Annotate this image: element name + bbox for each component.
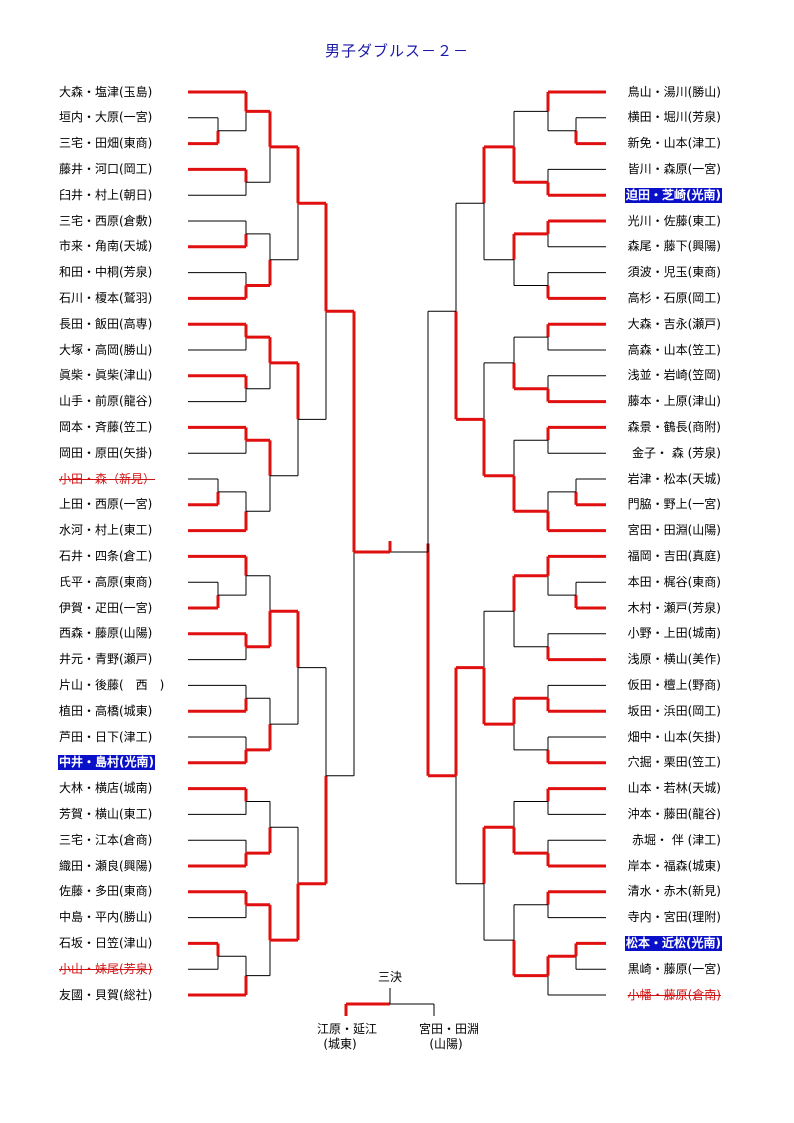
- left-entry: 三宅・江本(倉商): [59, 832, 153, 847]
- right-entry: 坂田・浜田(岡工): [627, 703, 721, 718]
- right-entry: 本田・梶谷(東商): [627, 574, 721, 589]
- right-entry: 高森・山本(笠工): [627, 342, 721, 357]
- right-entry: 金子・ 森 (芳泉): [632, 445, 721, 460]
- left-entry: 垣内・大原(一宮): [59, 110, 153, 125]
- right-entry: 宮田・田淵(山陽): [627, 523, 721, 538]
- left-entry: 岡田・原田(矢掛): [59, 445, 153, 460]
- left-entry: 芦田・日下(津工): [59, 729, 153, 744]
- right-entry: 森尾・藤下(興陽): [627, 239, 721, 254]
- right-entry: 新免・山本(津工): [627, 136, 721, 151]
- left-entry: 伊賀・疋田(一宮): [59, 600, 153, 615]
- right-entry: 光川・佐藤(東工): [627, 213, 721, 228]
- left-entry: 中島・平内(勝山): [59, 910, 153, 925]
- right-entry: 鳥山・湯川(勝山): [627, 84, 721, 99]
- left-entry: 上田・西原(一宮): [59, 497, 153, 512]
- left-entry: 大森・塩津(玉島): [59, 84, 153, 99]
- left-entry: 山手・前原(龍谷): [59, 394, 153, 409]
- left-entry: 藤井・河口(岡工): [59, 161, 153, 176]
- left-entry: 石井・四条(倉工): [59, 548, 153, 563]
- right-entry: 山本・若林(天城): [627, 781, 721, 796]
- left-entry: 石川・榎本(鷲羽): [59, 290, 153, 305]
- left-entry: 大塚・高岡(勝山): [59, 342, 153, 357]
- left-entry: 佐藤・多田(東商): [59, 884, 153, 899]
- right-entry: 沖本・藤田(龍谷): [627, 806, 721, 821]
- left-entry: 長田・飯田(高専): [59, 316, 153, 331]
- left-entry: 小田・森（新見）: [59, 471, 156, 486]
- third-place-left-school: (城東): [323, 1037, 357, 1051]
- left-entry: 臼井・村上(朝日): [59, 187, 153, 202]
- right-entry: 須波・児玉(東商): [627, 265, 721, 280]
- left-entry: 氏平・高原(東商): [59, 574, 153, 589]
- right-entry: 清水・赤木(新見): [627, 884, 721, 899]
- right-entry: 小幡・藤原(倉南): [627, 987, 721, 1002]
- left-entry: 水河・村上(東工): [59, 523, 153, 538]
- left-entry: 大林・横店(城南): [59, 781, 153, 796]
- right-entry: 皆川・森原(一宮): [627, 161, 721, 176]
- right-entry: 森景・鶴長(商附): [627, 419, 721, 434]
- right-entry: 赤堀・ 伴 (津工): [632, 832, 721, 847]
- left-entry: 石坂・日笠(津山): [59, 935, 153, 950]
- right-entry: 横田・堀川(芳泉): [627, 110, 721, 125]
- right-entry: 岸本・福森(城東): [627, 858, 721, 873]
- right-entry: 高杉・石原(岡工): [627, 290, 721, 305]
- third-place-label: 三決: [377, 970, 402, 984]
- left-entry: 眞柴・眞柴(津山): [59, 368, 153, 383]
- left-entry: 市来・角南(天城): [59, 239, 153, 254]
- third-place-left-name: 江原・延江: [316, 1022, 377, 1036]
- right-entry: 福岡・吉田(真庭): [627, 548, 721, 563]
- right-entry: 門脇・野上(一宮): [627, 497, 721, 512]
- right-entry: 寺内・宮田(理附): [627, 910, 721, 925]
- right-entry: 藤本・上原(津山): [627, 394, 721, 409]
- right-entry: 黒崎・藤原(一宮): [627, 961, 721, 976]
- left-entry: 友國・貝賀(総社): [59, 987, 153, 1002]
- left-entry: 織田・瀬良(興陽): [59, 858, 153, 873]
- right-entry: 仮田・檀上(野商): [627, 677, 721, 692]
- right-entry: 小野・上田(城南): [627, 626, 721, 641]
- page-title: 男子ダブルス－２－: [324, 42, 469, 60]
- right-entry: 岩津・松本(天城): [627, 471, 721, 486]
- left-entry: 西森・藤原(山陽): [59, 626, 153, 641]
- right-entry: 浅並・岩崎(笠岡): [627, 368, 721, 383]
- left-entry: 井元・青野(瀬戸): [59, 652, 153, 667]
- left-entry: 三宅・田畑(東商): [59, 136, 153, 151]
- third-place-right-school: (山陽): [429, 1037, 463, 1051]
- left-entry: 小山・妹尾(芳泉): [59, 961, 153, 976]
- right-entry: 迫田・芝崎(光南): [625, 187, 722, 203]
- third-place-right-name: 宮田・田淵: [418, 1022, 479, 1036]
- left-entry: 中井・島村(光南): [58, 755, 155, 771]
- left-entry: 芳賀・横山(東工): [59, 806, 153, 821]
- left-entry: 和田・中桐(芳泉): [59, 265, 153, 280]
- right-entry: 大森・吉永(瀬戸): [627, 316, 721, 331]
- right-entry: 穴掘・栗田(笠工): [627, 755, 721, 770]
- right-entry: 浅原・横山(美作): [627, 652, 721, 667]
- right-entry: 木村・瀬戸(芳泉): [627, 600, 721, 615]
- left-entry: 片山・後藤( 西 ): [59, 677, 165, 692]
- right-entry: 畑中・山本(矢掛): [627, 729, 721, 744]
- left-entry: 植田・高橋(城東): [59, 703, 153, 718]
- left-entry: 三宅・西原(倉敷): [59, 213, 153, 228]
- left-entry: 岡本・斉藤(笠工): [59, 419, 153, 434]
- right-entry: 松本・近松(光南): [625, 935, 722, 951]
